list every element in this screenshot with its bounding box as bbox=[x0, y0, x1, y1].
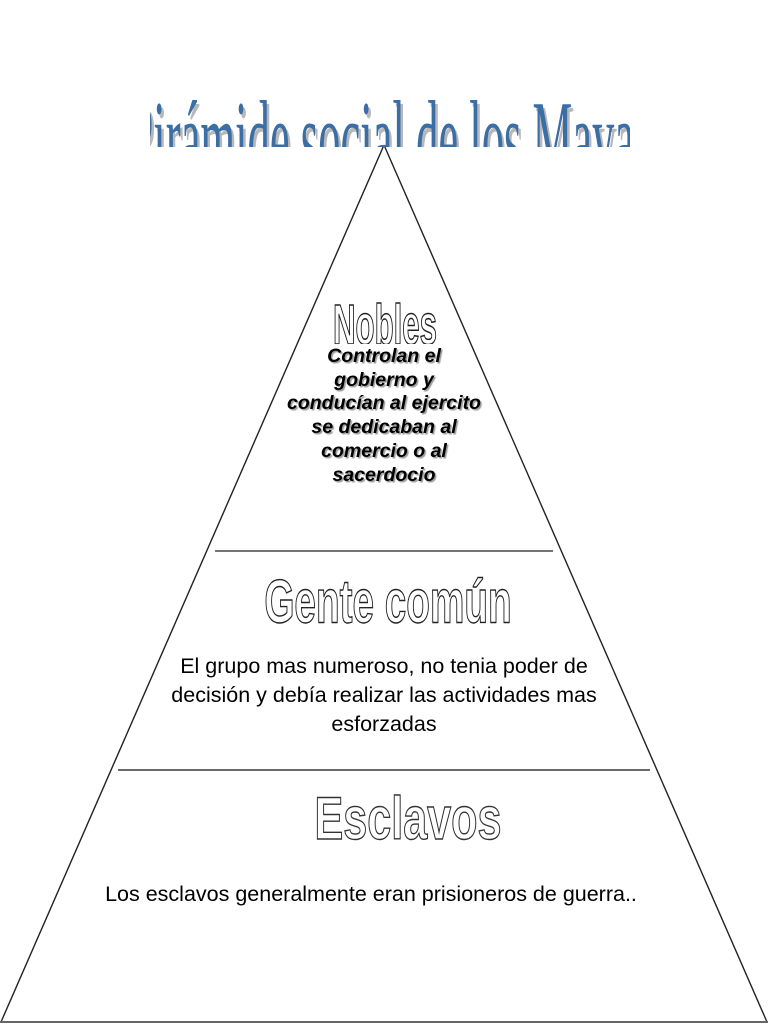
page-title-shadow: Pirámide social de los Mayas bbox=[150, 85, 630, 147]
tier-heading-nobles-text: Nobles bbox=[333, 293, 437, 344]
tier-heading-gente-comun-text: Gente común bbox=[264, 566, 511, 630]
tier-description-gente-comun: El grupo mas numeroso, no tenia poder de… bbox=[171, 654, 597, 736]
tier-description-esclavos: Los esclavos generalmente eran prisioner… bbox=[105, 882, 637, 906]
tier-description-nobles: Controlan el gobierno y conducían al eje… bbox=[287, 345, 481, 486]
page-title: Pirámide social de los Mayas Pirámide so… bbox=[150, 80, 630, 147]
tier-heading-nobles: Nobles bbox=[332, 293, 437, 344]
page-title-text: Pirámide social de los Mayas bbox=[150, 80, 630, 147]
tier-heading-esclavos: Esclavos bbox=[314, 784, 502, 846]
tier-heading-gente-comun: Gente común bbox=[264, 566, 512, 630]
pyramid-right-edge bbox=[383, 144, 768, 1023]
pyramid-left-edge bbox=[0, 144, 385, 1023]
tier-heading-esclavos-text: Esclavos bbox=[315, 785, 502, 846]
